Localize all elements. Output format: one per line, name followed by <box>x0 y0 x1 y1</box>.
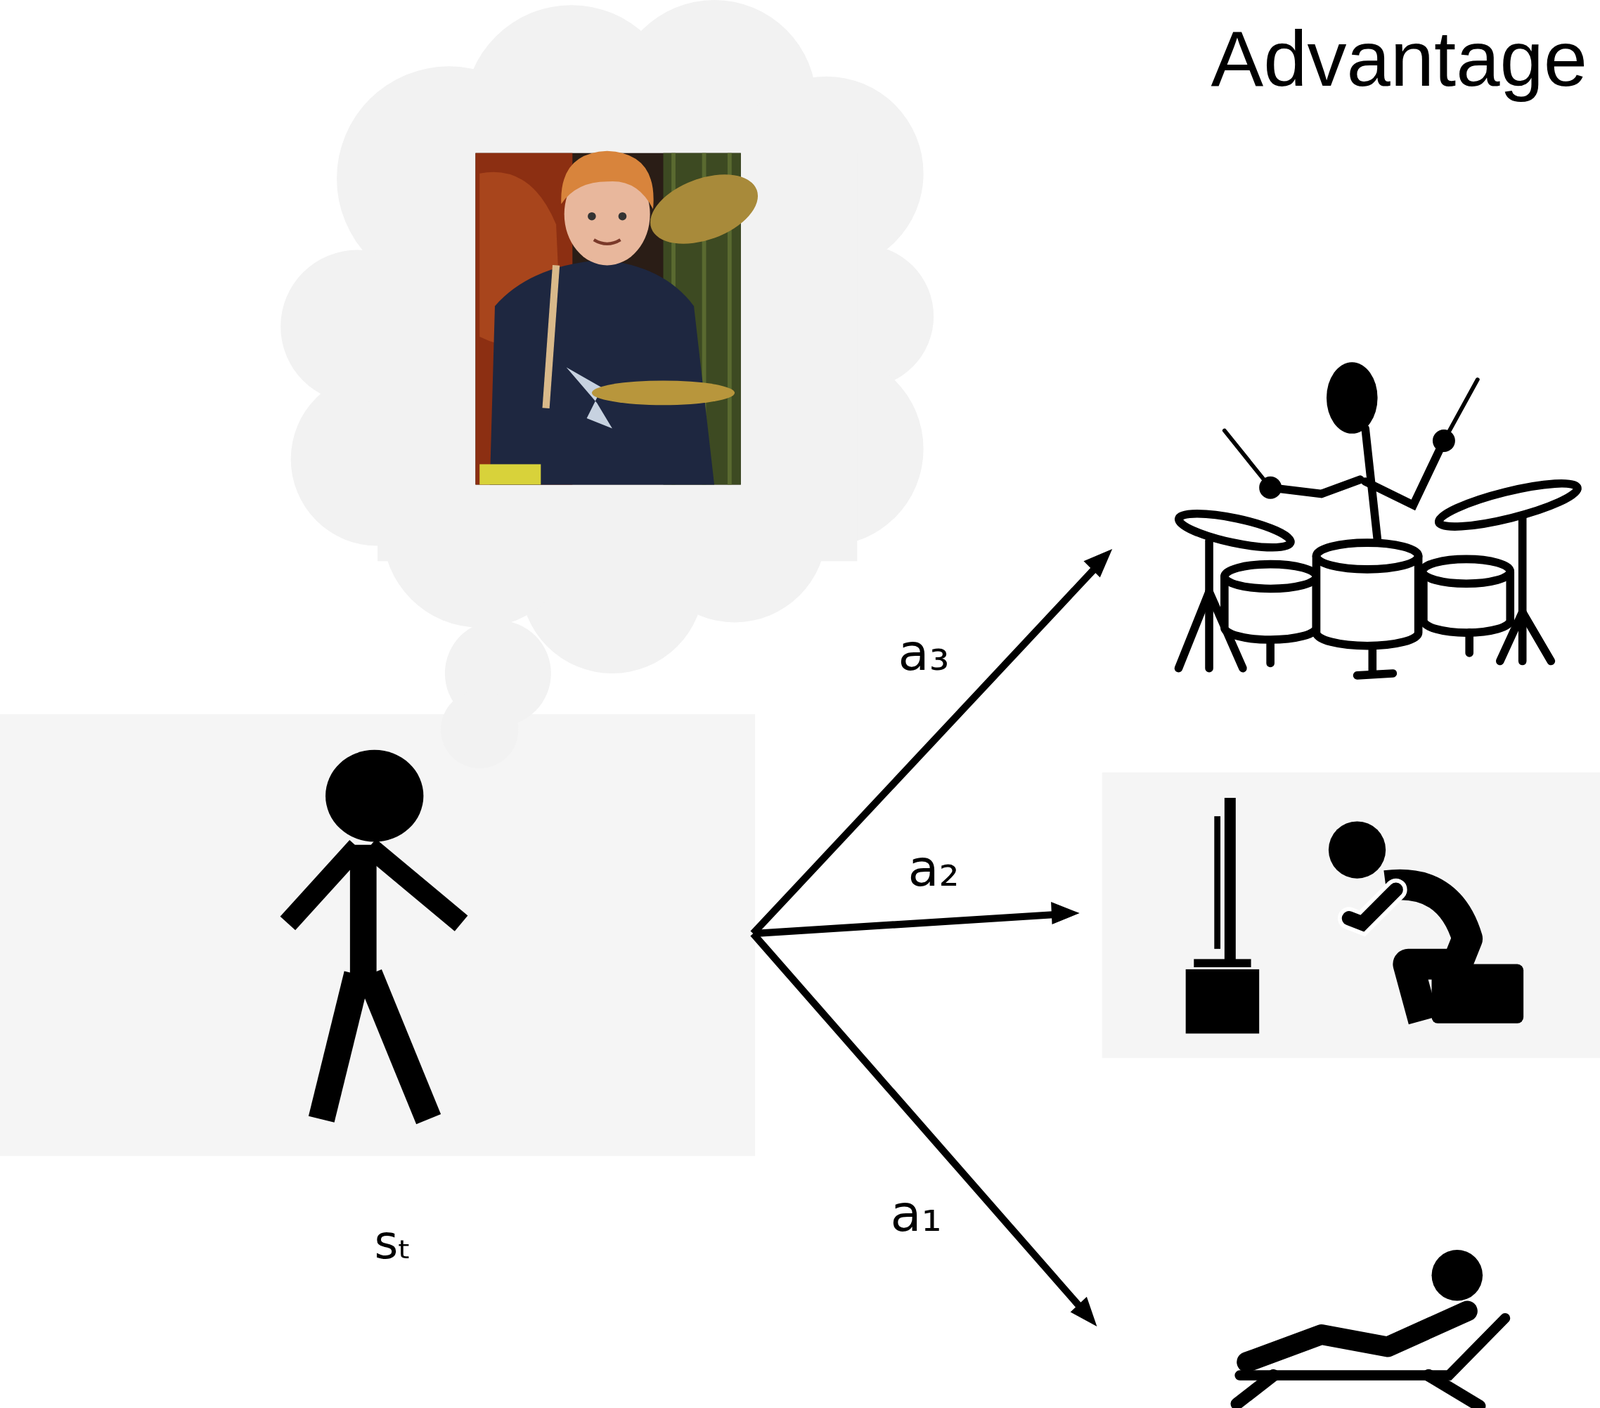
action-label: a₃ <box>898 624 950 681</box>
action-label: a₁ <box>890 1185 943 1242</box>
drummer-head <box>1326 362 1378 434</box>
drummer-hand <box>1259 476 1282 500</box>
state-ground <box>0 714 756 1156</box>
action-label: a₂ <box>908 840 960 897</box>
option-ground <box>1102 772 1600 1058</box>
action-arrows <box>752 566 1097 1312</box>
slide-title: Advantage <box>1210 15 1588 102</box>
state-box: sₜ <box>0 714 756 1157</box>
state-label: sₜ <box>373 1217 412 1269</box>
drummer-photo <box>475 151 767 486</box>
agent-figure <box>287 750 462 1120</box>
lounging-icon <box>1236 1249 1506 1406</box>
thought-cloud <box>280 0 934 769</box>
tv-watcher-icon <box>1185 797 1524 1034</box>
drummer-hand <box>1432 429 1456 453</box>
drummer-icon <box>1176 379 1581 676</box>
arrow-heads <box>1050 549 1113 1327</box>
